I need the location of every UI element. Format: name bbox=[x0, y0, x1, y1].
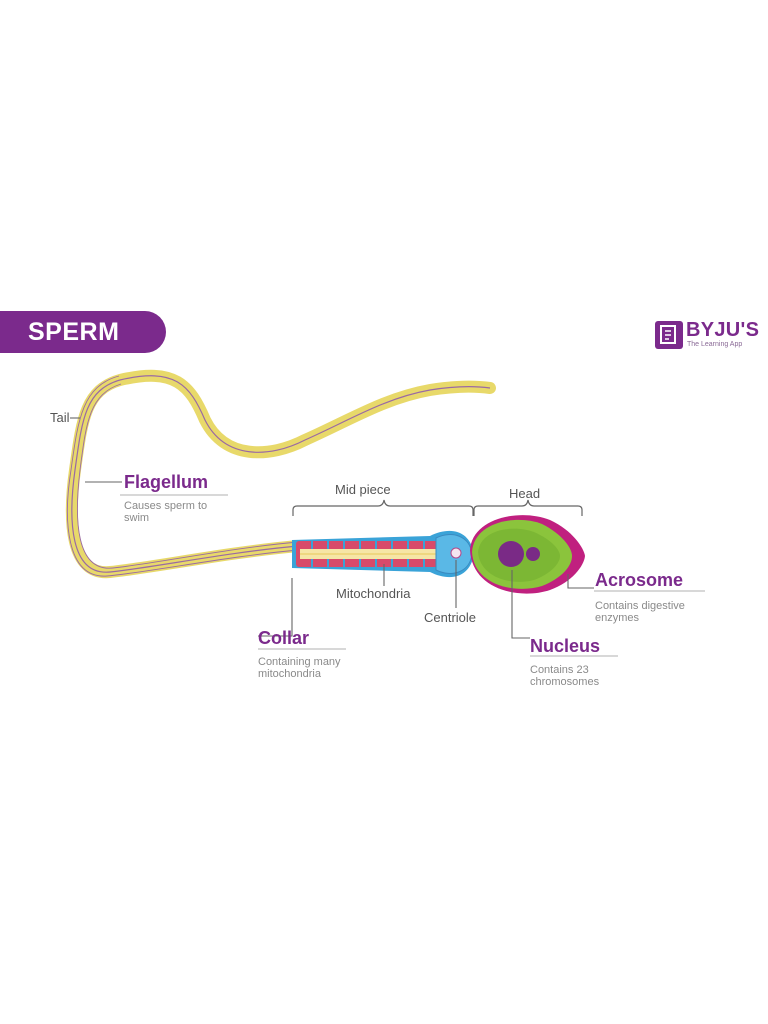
logo-tagline: The Learning App bbox=[687, 341, 743, 348]
desc-flagellum: Causes sperm to swim bbox=[124, 500, 208, 524]
label-nucleus: Nucleus bbox=[530, 636, 601, 656]
desc-acrosome: Contains digestive enzymes bbox=[595, 600, 685, 624]
label-collar: Collar bbox=[258, 628, 310, 648]
head bbox=[470, 515, 585, 594]
byjus-logo: BYJU'S The Learning App bbox=[653, 319, 765, 353]
label-tail: Tail bbox=[50, 410, 70, 425]
leader-nucleus bbox=[511, 570, 530, 639]
byjus-logo-icon bbox=[655, 321, 683, 349]
title-banner: SPERM bbox=[0, 311, 166, 353]
brace-head bbox=[473, 499, 583, 516]
leader-acrosome bbox=[567, 574, 594, 589]
label-flagellum: Flagellum bbox=[124, 472, 209, 492]
leader-collar bbox=[258, 578, 293, 637]
label-mid-piece: Mid piece bbox=[335, 482, 391, 497]
diagram-title: SPERM bbox=[28, 318, 120, 346]
desc-nucleus: Contains 23 chromosomes bbox=[530, 664, 600, 688]
desc-collar: Containing many mitochondria bbox=[258, 656, 341, 680]
label-head: Head bbox=[509, 486, 541, 501]
label-acrosome: Acrosome bbox=[595, 570, 684, 590]
logo-name: BYJU'S bbox=[686, 319, 760, 341]
brace-mid-piece bbox=[292, 499, 474, 516]
label-centriole: Centriole bbox=[424, 610, 477, 625]
mid-piece bbox=[292, 530, 474, 578]
leader-lines bbox=[70, 417, 705, 657]
label-mitochondria: Mitochondria bbox=[336, 586, 411, 601]
tail-flagellum bbox=[65, 369, 496, 579]
